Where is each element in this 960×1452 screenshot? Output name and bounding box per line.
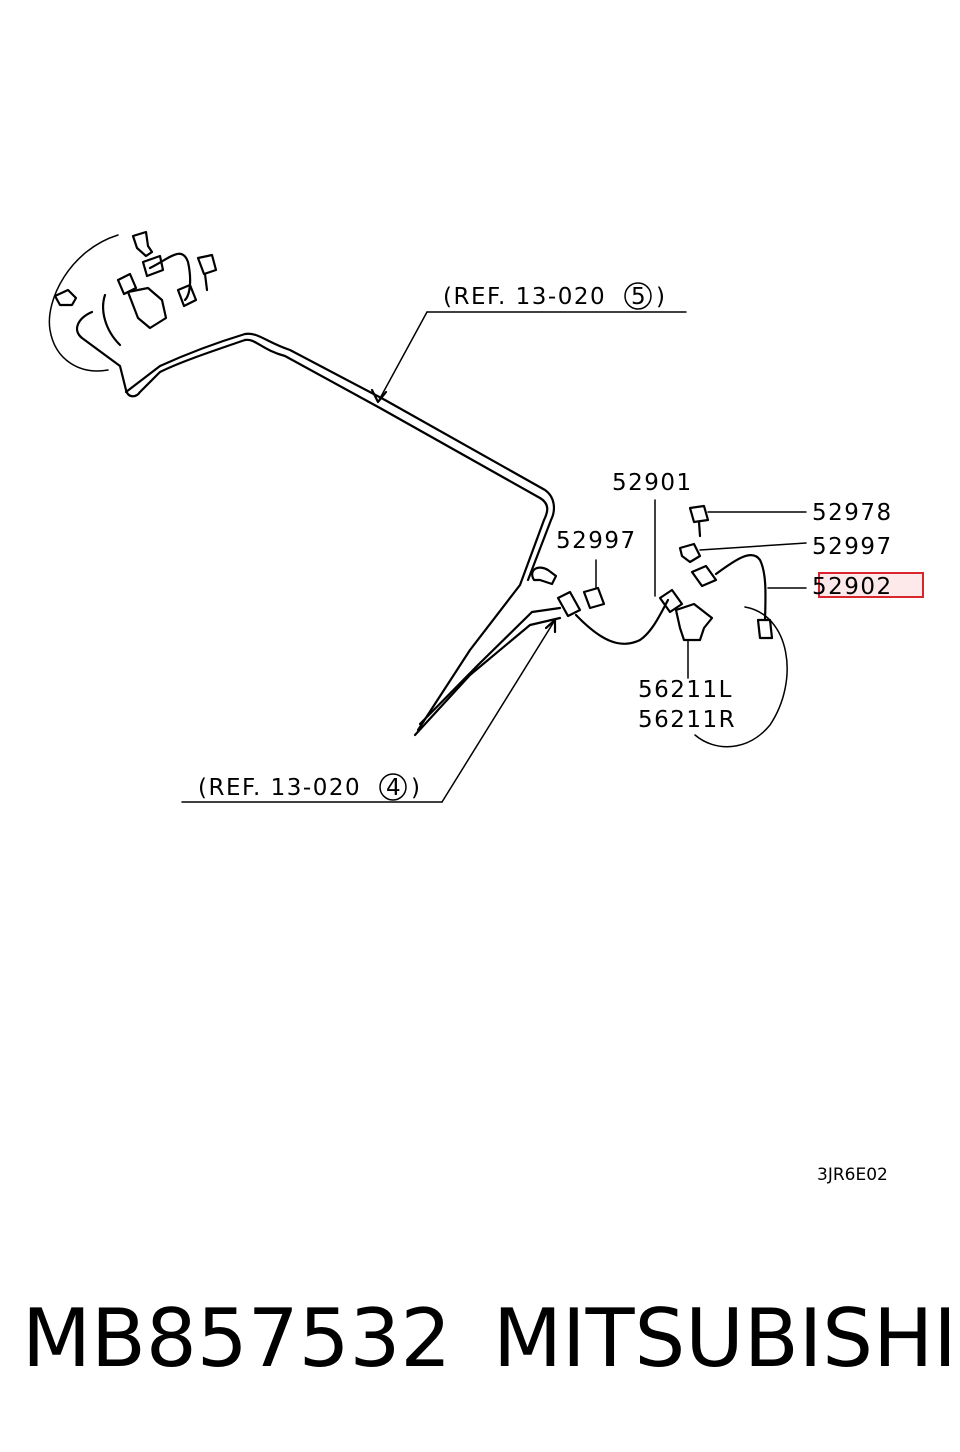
clip-52997 [678, 542, 702, 564]
ref-bottom-circle [379, 773, 407, 801]
right-assembly [531, 504, 788, 748]
ref-top-close: ) [656, 284, 666, 310]
main-brake-line [124, 332, 562, 737]
part-number: MB857532 [22, 1292, 451, 1385]
right-detail-circle [694, 606, 788, 748]
ref-top-number: 5 [631, 284, 647, 310]
ref-bottom-text: (REF. 13-020 [198, 775, 361, 801]
bracket-icon [126, 286, 168, 330]
left-detail-circle [48, 234, 119, 372]
callout-56211R: 56211R [638, 707, 736, 733]
callout-52901: 52901 [612, 470, 693, 496]
fitting-icon [176, 283, 198, 308]
leader-lines [181, 311, 807, 803]
ref-bottom-label: (REF. 13-020 4 ) [198, 773, 421, 801]
callout-52902-highlight[interactable]: 52902 [812, 572, 924, 600]
callout-52902: 52902 [812, 574, 893, 600]
brake-line [75, 310, 247, 398]
brake-hose-52902 [690, 554, 767, 622]
ref-top-text: (REF. 13-020 [443, 284, 606, 310]
callout-52978: 52978 [812, 500, 893, 526]
clip-icon [53, 288, 78, 307]
callout-52997-right: 52997 [812, 534, 893, 560]
ref-bottom-number: 4 [386, 775, 402, 801]
clip-icon [131, 230, 154, 258]
bolt-icon [196, 253, 218, 292]
callout-52997-left: 52997 [556, 528, 637, 554]
highlight-box[interactable] [818, 572, 924, 598]
brake-hose [102, 272, 138, 347]
brake-hose-52901 [574, 598, 670, 645]
left-detail-group [48, 230, 247, 398]
fitting-icon [756, 618, 774, 640]
ref-top-label: (REF. 13-020 5 ) [443, 282, 666, 310]
bracket-56211 [674, 602, 714, 642]
diagram-code: 3JR6E02 [817, 1165, 888, 1185]
fitting-icon [556, 590, 582, 618]
callout-56211L: 56211L [638, 677, 733, 703]
brake-hose [141, 254, 165, 278]
brake-hose [148, 252, 192, 302]
brand-name: MITSUBISHI [493, 1292, 957, 1385]
clip-icon [531, 566, 558, 586]
fitting-icon [658, 588, 684, 614]
ref-top-circle [624, 282, 652, 310]
bolt-52978 [688, 504, 710, 538]
clip-icon [582, 586, 606, 610]
ref-bottom-close: ) [411, 775, 421, 801]
